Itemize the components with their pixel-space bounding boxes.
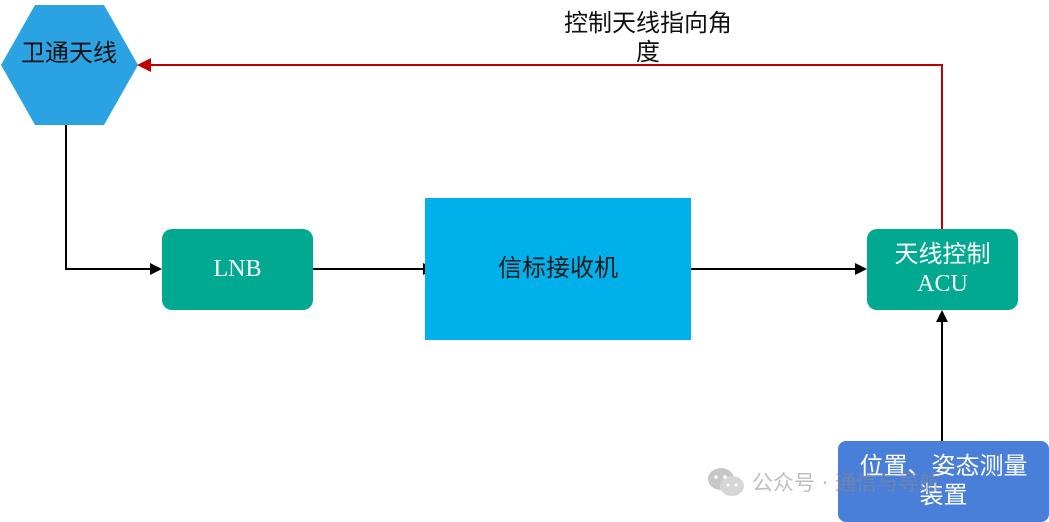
arrow-antenna-to-lnb — [65, 125, 162, 275]
nav-attitude-box: 位置、姿态测量 装置 — [838, 441, 1049, 522]
lnb-box: LNB — [162, 229, 313, 310]
antenna-label: 卫通天线 — [21, 41, 117, 67]
arrow-acu-to-antenna-feedback — [137, 58, 943, 229]
feedback-edge-label: 控制天线指向角 度 — [564, 11, 732, 66]
nav-attitude-label: 位置、姿态测量 装置 — [859, 453, 1028, 509]
lnb-label: LNB — [213, 256, 262, 283]
acu-box: 天线控制 ACU — [867, 229, 1018, 310]
beacon-receiver-label: 信标接收机 — [498, 255, 618, 282]
beacon-receiver-box: 信标接收机 — [425, 198, 691, 340]
antenna-hexagon — [1, 5, 138, 125]
acu-label: 天线控制 ACU — [894, 241, 991, 297]
